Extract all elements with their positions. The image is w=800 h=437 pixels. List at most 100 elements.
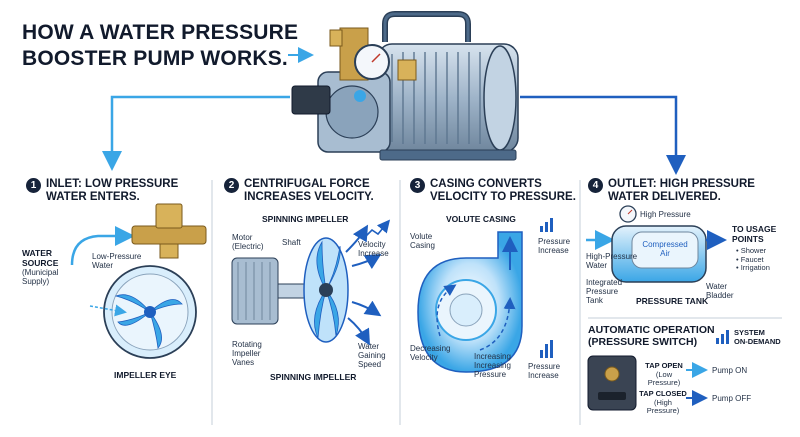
step-1-badge: 1	[26, 178, 41, 193]
motor-line-1: Motor	[232, 233, 253, 242]
pressure-increase-top-label: Pressure Increase	[538, 237, 570, 255]
pressure-bottom-line-2: Increase	[528, 371, 559, 380]
velocity-increase-label: Velocity Increase	[358, 240, 389, 258]
hp-water-line-2: Water	[586, 261, 608, 270]
to-usage-line-1: TO USAGE	[732, 224, 777, 234]
step-3-badge: 3	[410, 178, 425, 193]
water-source-line-1: WATER	[22, 248, 53, 258]
integrated-line-2: Pressure	[586, 287, 619, 296]
usage-point-faucet: • Faucet	[736, 254, 764, 264]
motor-label: Motor (Electric)	[232, 233, 264, 251]
water-gaining-speed-label: Water Gaining Speed	[358, 342, 386, 369]
pump-on-label: Pump ON	[712, 366, 748, 375]
panel-dividers	[211, 180, 581, 425]
municipal-supply-label: (Municipal Supply)	[22, 268, 58, 286]
low-pressure-line-2: Water	[92, 261, 114, 270]
high-pressure-water-label: High-Pressure Water	[586, 252, 637, 270]
system-line-1: SYSTEM	[734, 328, 765, 337]
tap-open-line-2: (Low Pressure)	[647, 369, 681, 387]
pump-off-label: Pump OFF	[712, 394, 752, 403]
volute-line-1: Volute	[410, 232, 433, 241]
pressure-tank-label: PRESSURE TANK	[636, 296, 709, 306]
tap-open-line-1: TAP OPEN	[645, 361, 683, 370]
page-title: HOW A WATER PRESSURE BOOSTER PUMP WORKS.	[22, 20, 298, 72]
water-bladder-label: Water Bladder	[706, 282, 734, 300]
rotating-vanes-label: Rotating Impeller Vanes	[232, 340, 262, 367]
volute-illustration	[417, 218, 553, 373]
low-pressure-water-label: Low-Pressure Water	[92, 252, 141, 270]
compressed-line-2: Air	[660, 249, 670, 258]
step-2-title-line-2: INCREASES VELOCITY.	[244, 191, 374, 203]
usage-points-list: • Shower • Faucet • Irrigation	[736, 246, 770, 273]
step-3-title: CASING CONVERTS VELOCITY TO PRESSURE.	[430, 178, 576, 204]
spinning-impeller-bottom-label: SPINNING IMPELLER	[270, 372, 357, 382]
title-line-1: HOW A WATER PRESSURE	[22, 21, 299, 44]
integrated-tank-label: Integrated Pressure Tank	[586, 278, 622, 305]
inlet-illustration	[70, 203, 207, 359]
pressure-tank-illustration	[586, 205, 782, 411]
impeller-illustration	[231, 219, 391, 346]
auto-operation-heading: AUTOMATIC OPERATION (PRESSURE SWITCH)	[588, 324, 715, 348]
integrated-line-3: Tank	[586, 296, 603, 305]
auto-head-line-2: (PRESSURE SWITCH)	[588, 336, 698, 348]
step-2-badge: 2	[224, 178, 239, 193]
system-on-demand-label: SYSTEM ON-DEMAND	[734, 328, 781, 346]
compressed-line-1: Compressed	[642, 240, 688, 249]
water-gaining-line-2: Gaining	[358, 351, 386, 360]
rotating-line-3: Vanes	[232, 358, 255, 367]
step-4-title-line-1: OUTLET: HIGH PRESSURE	[608, 178, 755, 190]
motor-line-2: (Electric)	[232, 242, 264, 251]
step-1-title-line-1: INLET: LOW PRESSURE	[46, 178, 179, 190]
increasing-line-3: Pressure	[474, 370, 507, 379]
increasing-line-2: Increasing	[474, 361, 511, 370]
volute-line-2: Casing	[410, 241, 435, 250]
compressed-air-label: Compressed Air	[632, 240, 698, 258]
step-4-title-line-2: WATER DELIVERED.	[608, 191, 721, 203]
velocity-line-1: Velocity	[358, 240, 386, 249]
step-1-title-line-2: WATER ENTERS.	[46, 191, 140, 203]
increasing-pressure-label: Increasing Increasing Pressure	[474, 352, 511, 379]
water-gaining-line-1: Water	[358, 342, 380, 351]
water-source-line-2: SOURCE	[22, 258, 59, 268]
pressure-bottom-line-1: Pressure	[528, 362, 561, 371]
municipal-line-2: Supply)	[22, 277, 50, 286]
decreasing-line-2: Velocity	[410, 353, 438, 362]
to-usage-line-2: POINTS	[732, 234, 764, 244]
booster-pump-illustration	[291, 11, 519, 161]
rotating-line-1: Rotating	[232, 340, 262, 349]
pressure-top-line-1: Pressure	[538, 237, 571, 246]
water-source-label: WATER SOURCE	[22, 248, 58, 268]
flow-arrows-top	[102, 47, 686, 175]
shaft-label: Shaft	[282, 238, 301, 247]
integrated-line-1: Integrated	[586, 278, 623, 287]
decreasing-line-1: Decreasing	[410, 344, 451, 353]
step-3-title-line-1: CASING CONVERTS	[430, 178, 542, 190]
step-2-title-line-1: CENTRIFUGAL FORCE	[244, 178, 370, 190]
usage-point-shower: • Shower	[736, 246, 767, 255]
step-4-badge: 4	[588, 178, 603, 193]
step-3-title-line-2: VELOCITY TO PRESSURE.	[430, 191, 576, 203]
hp-water-line-1: High-Pressure	[586, 252, 638, 261]
high-pressure-gauge-label: High Pressure	[640, 210, 691, 219]
impeller-eye-label: IMPELLER EYE	[114, 370, 177, 380]
step-1-title: INLET: LOW PRESSURE WATER ENTERS.	[46, 178, 178, 204]
pressure-top-line-2: Increase	[538, 246, 569, 255]
municipal-line-1: (Municipal	[22, 268, 59, 277]
tap-open-label: TAP OPEN (Low Pressure)	[642, 361, 686, 388]
tap-closed-label: TAP CLOSED (High Pressure)	[638, 389, 688, 416]
usage-point-irrigation: • Irrigation	[736, 263, 770, 272]
low-pressure-line-1: Low-Pressure	[92, 252, 142, 261]
title-line-2: BOOSTER PUMP WORKS.	[22, 47, 288, 70]
increasing-line-1: Increasing	[474, 352, 511, 361]
auto-head-line-1: AUTOMATIC OPERATION	[588, 324, 715, 336]
water-gaining-line-3: Speed	[358, 360, 382, 369]
velocity-line-2: Increase	[358, 249, 389, 258]
bladder-line-2: Bladder	[706, 291, 734, 300]
tap-closed-line-2: (High Pressure)	[646, 397, 680, 415]
pressure-increase-bottom-label: Pressure Increase	[528, 362, 560, 380]
volute-casing-label: Volute Casing	[410, 232, 435, 250]
step-4-title: OUTLET: HIGH PRESSURE WATER DELIVERED.	[608, 178, 755, 204]
decreasing-velocity-label: Decreasing Velocity	[410, 344, 450, 362]
step-2-title: CENTRIFUGAL FORCE INCREASES VELOCITY.	[244, 178, 374, 204]
